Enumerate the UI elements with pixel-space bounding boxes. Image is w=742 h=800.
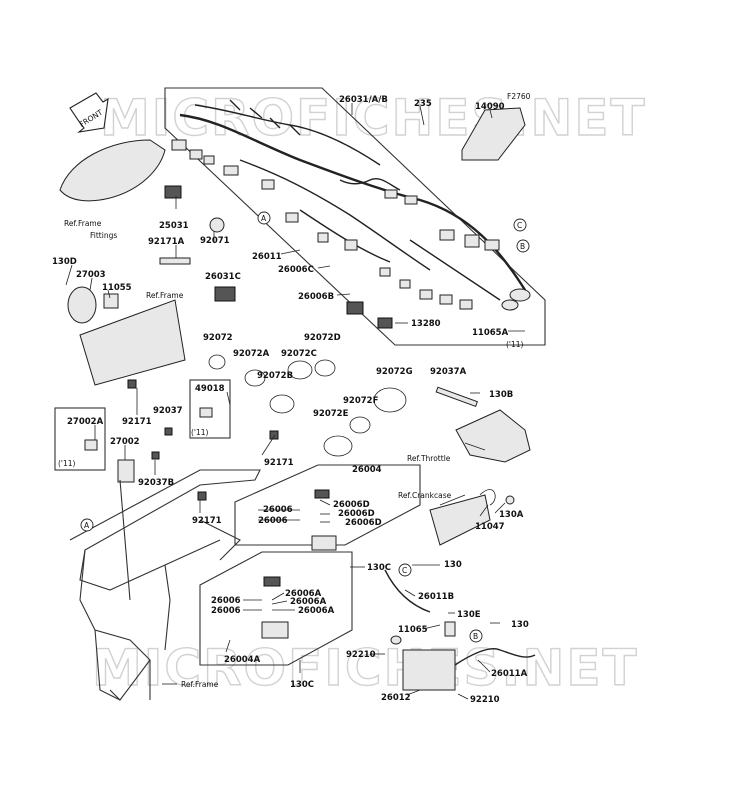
part-label: 26006A xyxy=(298,606,335,616)
part-label: 11065 xyxy=(398,625,428,635)
frame-fitting-shape xyxy=(59,139,166,202)
part-label: 11065A xyxy=(472,328,509,338)
part-label: 92037 xyxy=(153,406,183,416)
part-label: 92171 xyxy=(264,458,294,468)
part-label: 92210 xyxy=(346,650,376,660)
marker-c-top: C xyxy=(517,221,522,230)
part-label: 27002 xyxy=(110,437,140,447)
part-label: 26012 xyxy=(381,693,411,703)
part-label: 130B xyxy=(489,390,513,400)
marker-a-bottom: A xyxy=(84,521,90,530)
part-label: 92171A xyxy=(148,237,185,247)
leader-lines xyxy=(65,103,525,700)
battery-shape xyxy=(402,649,456,691)
part-label: 92072B xyxy=(257,371,293,381)
part-label: 26011A xyxy=(491,669,528,679)
ref-crankcase: Ref.Crankcase xyxy=(398,491,452,500)
part-label: 26006 xyxy=(211,596,241,606)
part-label: 130C xyxy=(290,680,314,690)
part-label: 27003 xyxy=(76,270,106,280)
part-label: 92072D xyxy=(304,333,341,343)
part-label: 49018 xyxy=(195,384,225,394)
marker-b-bottom: B xyxy=(473,632,478,641)
part-label: 14090 xyxy=(475,102,505,112)
watermark-bottom: MICROFICHES.NET xyxy=(92,639,639,697)
crankcase-shape xyxy=(429,494,491,546)
watermark-top: MICROFICHES.NET xyxy=(100,89,647,147)
part-label: 92072 xyxy=(203,333,233,343)
part-label: 92072E xyxy=(313,409,349,419)
part-label: 26006D xyxy=(333,500,370,510)
part-label: 130A xyxy=(499,510,524,520)
part-label: 26006B xyxy=(298,292,334,302)
part-label: 92072F xyxy=(343,396,379,406)
part-label: 92210 xyxy=(470,695,500,705)
part-label: 26006 xyxy=(211,606,241,616)
part-label: 26006A xyxy=(290,597,327,607)
part-label: 130 xyxy=(444,560,462,570)
part-label: 92071 xyxy=(200,236,230,246)
part-label: 92171 xyxy=(122,417,152,427)
marker-b-top: B xyxy=(520,242,525,251)
part-label: 26011B xyxy=(418,592,454,602)
front-arrow-icon: FRONT xyxy=(69,92,109,133)
part-label: 130 xyxy=(511,620,529,630)
part-label: 26031/A/B xyxy=(339,95,388,105)
ref-frame-bottom: Ref.Frame xyxy=(181,680,219,689)
ref-frame-fittings-line2: Fittings xyxy=(90,231,117,240)
part-label: 13280 xyxy=(411,319,441,329)
part-label: 26006A xyxy=(285,589,322,599)
part-label: 130E xyxy=(457,610,481,620)
part-label: 92072G xyxy=(376,367,413,377)
box-49018 xyxy=(189,379,231,439)
marker-c-bottom: C xyxy=(402,566,407,575)
part-labels: 26031/A/B 235 14090 25031 92171A 92071 1… xyxy=(52,95,529,705)
relay-box-26004A xyxy=(199,551,353,666)
part-14090-shape xyxy=(461,107,526,161)
frame-bracket-shape xyxy=(79,299,186,386)
part-label: 27002A xyxy=(67,417,104,427)
part-label: 26004 xyxy=(352,465,382,475)
part-label: 92072A xyxy=(233,349,270,359)
ref-frame-fittings-line1: Ref.Frame xyxy=(64,219,102,228)
ref-frame-top: Ref.Frame xyxy=(146,291,184,300)
part-label: 130C xyxy=(367,563,391,573)
part-label: 26006 xyxy=(258,516,288,526)
part-label: 235 xyxy=(414,99,432,109)
harness-frame xyxy=(164,87,546,346)
main-wiring-harness xyxy=(171,99,531,329)
part-label: 26011 xyxy=(252,252,282,262)
part-label: 26006C xyxy=(278,265,314,275)
year-note-27002A: ('11) xyxy=(58,459,76,468)
part-label: 11055 xyxy=(102,283,132,293)
year-note-49018: ('11) xyxy=(191,428,209,437)
part-label: 130D xyxy=(52,257,77,267)
part-label: 92037B xyxy=(138,478,174,488)
ref-throttle: Ref.Throttle xyxy=(407,454,451,463)
box-27002A xyxy=(54,407,106,471)
part-label: 92171 xyxy=(192,516,222,526)
part-label: 92037A xyxy=(430,367,467,377)
part-label: 26004A xyxy=(224,655,261,665)
part-label: 26006 xyxy=(263,505,293,515)
vehicle-frame xyxy=(69,469,261,701)
part-label: 26006D xyxy=(345,518,382,528)
part-label: 92072C xyxy=(281,349,317,359)
part-label: 26006D xyxy=(338,509,375,519)
diagram-code: F2760 xyxy=(507,92,531,101)
marker-a-top: A xyxy=(261,214,267,223)
year-note-11065A: ('11) xyxy=(506,340,524,349)
throttle-shape xyxy=(455,409,531,463)
part-label: 25031 xyxy=(159,221,189,231)
part-label: 26031C xyxy=(205,272,241,282)
part-label: 11047 xyxy=(475,522,505,532)
clamps xyxy=(208,354,407,457)
circle-markers: A C B A C B xyxy=(80,211,530,643)
